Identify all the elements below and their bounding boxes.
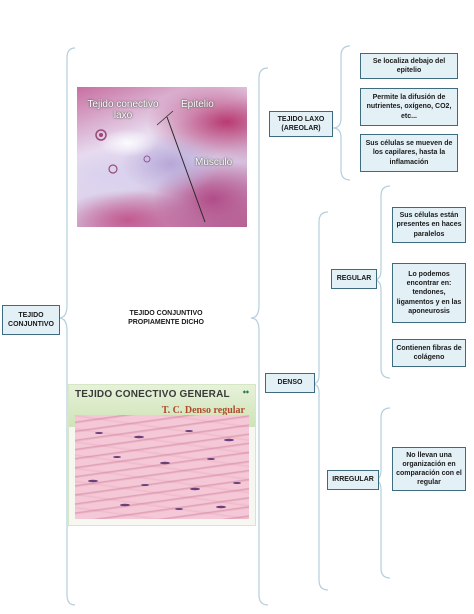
regular-node-label: REGULAR [336,275,372,283]
laxo-feature-1-text: Se localiza debajo del epitelio [372,57,446,74]
denso-bracket [311,211,329,591]
regular-feature-1-text: Sus células están presentes en haces par… [396,212,462,238]
regular-feature-2-text: Lo podemos encontrar en: tendones, ligam… [396,271,462,315]
laxo-tissue-image: Tejido conectivo laxo Epitelio Músculo [77,87,247,227]
laxo-feature-2: Permite la difusión de nutrientes, oxíge… [360,88,458,126]
denso-photo-nuclei [88,430,241,510]
regular-feature-3: Contienen fibras de colágeno [392,339,466,367]
regular-feature-2: Lo podemos encontrar en: tendones, ligam… [392,263,466,323]
denso-node: DENSO [265,373,315,393]
subtitle-text: TEJIDO CONJUNTIVO PROPIAMENTE DICHO [128,310,204,327]
denso-photo-title: TEJIDO CONECTIVO GENERAL [75,389,230,400]
laxo-feature-2-text: Permite la difusión de nutrientes, oxíge… [366,94,452,120]
irregular-node-label: IRREGULAR [332,476,374,484]
laxo-label-epithelium: Epitelio [181,99,214,110]
denso-photo-logo-icon: ◆◆ [242,389,249,394]
regular-feature-3-text: Contienen fibras de colágeno [396,344,462,361]
laxo-feature-1: Se localiza debajo del epitelio [360,53,458,79]
laxo-node-label: TEJIDO LAXO (AREOLAR) [277,115,325,132]
root-node: TEJIDO CONJUNTIVO [2,305,60,335]
laxo-label-connective: Tejido conectivo laxo [87,99,159,121]
regular-node: REGULAR [331,269,377,289]
denso-photo-tissue [75,415,249,519]
root-node-label: TEJIDO CONJUNTIVO [8,311,54,328]
laxo-photo-detail [95,110,206,223]
subtitle-label: TEJIDO CONJUNTIVO PROPIAMENTE DICHO [118,309,214,328]
laxo-feature-3: Sus células se mueven de los capilares, … [360,134,458,172]
laxo-feature-3-text: Sus células se mueven de los capilares, … [365,140,453,166]
regular-feature-1: Sus células están presentes en haces par… [392,207,466,243]
irregular-bracket [373,407,391,579]
subtitle-bracket [250,67,269,606]
irregular-feature-1: No llevan una organización en comparació… [392,447,466,491]
denso-tissue-image: TEJIDO CONECTIVO GENERAL ◆◆ T. C. Denso … [68,384,256,526]
irregular-node: IRREGULAR [327,470,379,490]
laxo-node: TEJIDO LAXO (AREOLAR) [269,111,333,137]
denso-node-label: DENSO [277,379,303,387]
laxo-bracket [332,45,351,181]
laxo-label-muscle: Músculo [195,157,233,168]
denso-photo-subtitle: T. C. Denso regular [161,405,245,416]
irregular-feature-1-text: No llevan una organización en comparació… [396,451,462,487]
